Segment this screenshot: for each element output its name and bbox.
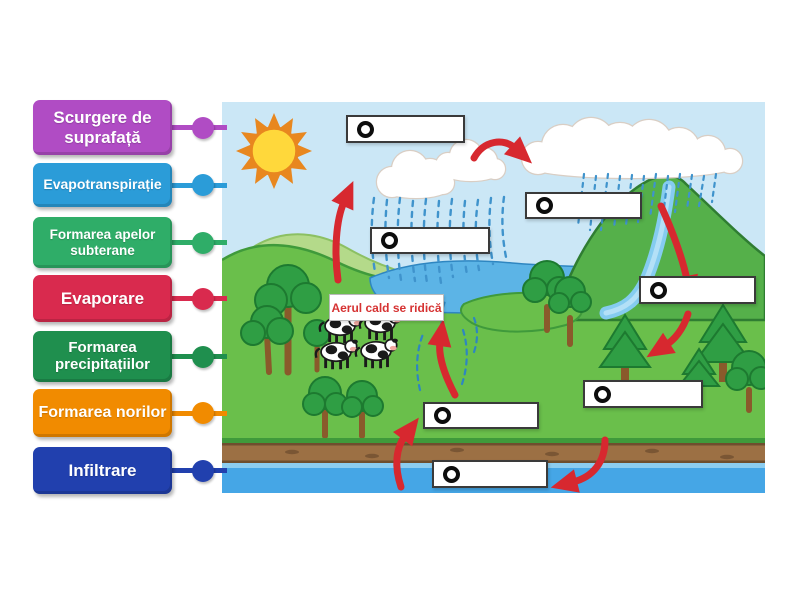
answer-slot-ring (434, 407, 451, 424)
label-text: Infiltrare (68, 460, 137, 480)
label-connector-dot (192, 459, 214, 482)
label-formarea-precipitatiilor[interactable]: Formarea precipitațiilor (33, 331, 227, 382)
label-scurgere-de-suprafata[interactable]: Scurgere de suprafață (33, 100, 227, 155)
drop-zone-2[interactable] (370, 227, 490, 254)
annotation-warm-air: Aerul cald se ridică (329, 294, 444, 321)
drop-zone-7[interactable] (432, 460, 548, 488)
label-infiltrare[interactable]: Infiltrare (33, 447, 227, 494)
arrow-down-mountain (657, 202, 698, 303)
label-text: Evaporare (60, 288, 145, 308)
label-pill: Scurgere de suprafață (33, 100, 172, 155)
label-formarea-norilor[interactable]: Formarea norilor (33, 389, 227, 437)
cycle-arrows (331, 136, 698, 493)
answer-slot-ring (443, 465, 460, 483)
label-text: Evapotranspirație (43, 176, 162, 193)
label-connector-dot (192, 116, 214, 139)
answer-slot-ring (381, 232, 398, 249)
label-connector-dot (192, 174, 214, 196)
label-pill: Infiltrare (33, 447, 172, 494)
arrow-runoff-downhill (646, 310, 692, 358)
cloud-right-fill (522, 118, 742, 178)
label-text: Formarea precipitațiilor (54, 338, 151, 373)
arrow-evaporation-up (331, 180, 354, 284)
sun-icon (236, 113, 312, 189)
label-formarea-apelor-subterane[interactable]: Formarea apelor subterane (33, 217, 227, 268)
label-pill: Evapotranspirație (33, 163, 172, 207)
answer-slot-ring (594, 385, 611, 403)
water-cycle-illustration: .cl circle,.cl ellipse{fill:#fff;stroke:… (222, 102, 765, 493)
answer-slot-ring (650, 281, 667, 299)
arrow-up-from-sea (392, 417, 419, 491)
label-evapotranspiratie[interactable]: Evapotranspirație (33, 163, 227, 207)
label-pill: Formarea apelor subterane (33, 217, 172, 268)
label-text: Formarea norilor (38, 404, 167, 422)
label-pill: Formarea precipitațiilor (33, 331, 172, 382)
drop-zone-5[interactable] (583, 380, 703, 408)
label-text: Formarea apelor subterane (49, 227, 156, 258)
drop-zone-4[interactable] (639, 276, 756, 304)
drop-zone-1[interactable] (346, 115, 465, 143)
arrow-infiltration-down (550, 436, 609, 493)
trees-lakeside (522, 260, 592, 347)
drop-zone-3[interactable] (525, 192, 642, 219)
label-connector-dot (192, 287, 214, 310)
label-connector-dot (192, 231, 214, 254)
label-pill: Formarea norilor (33, 389, 172, 437)
answer-slot-ring (357, 120, 374, 138)
answer-slot-ring (536, 197, 553, 214)
label-text: Scurgere de suprafață (53, 108, 152, 147)
label-connector-dot (192, 345, 214, 368)
label-pill: Evaporare (33, 275, 172, 322)
arrow-cloud-transport (470, 136, 533, 164)
arrow-warm-air-up (427, 319, 459, 399)
drop-zone-6[interactable] (423, 402, 539, 429)
grass-soil-edge (222, 438, 765, 444)
label-connector-dot (192, 402, 214, 424)
label-evaporare[interactable]: Evaporare (33, 275, 227, 322)
